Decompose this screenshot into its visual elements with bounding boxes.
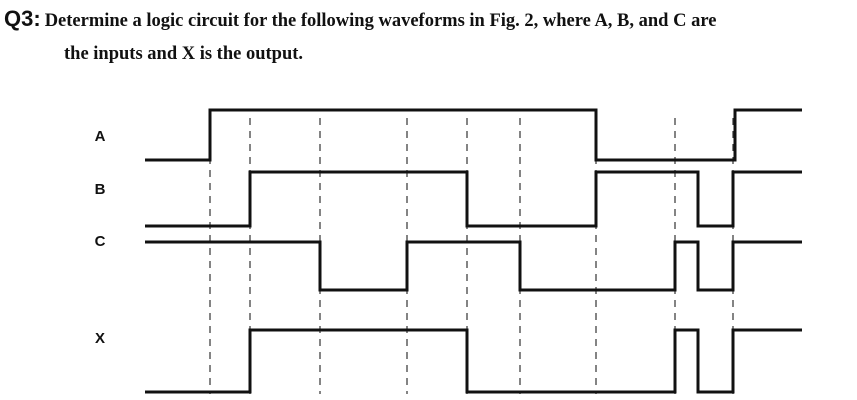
signal-label-c: C — [95, 233, 106, 250]
signal-label-a: A — [95, 128, 106, 145]
question-body-line-1: Determine a logic circuit for the follow… — [44, 11, 717, 31]
question-number: Q3: — [4, 6, 41, 31]
question-line-1: Q3:Determine a logic circuit for the fol… — [4, 6, 716, 32]
signal-label-b: B — [95, 181, 106, 198]
waveform-a — [145, 108, 802, 162]
waveform-x — [145, 328, 802, 394]
waveform-c — [145, 240, 802, 292]
signal-label-x: X — [95, 330, 105, 347]
question-body-line-2: the inputs and X is the output. — [64, 44, 304, 64]
waveform-b — [145, 170, 802, 228]
